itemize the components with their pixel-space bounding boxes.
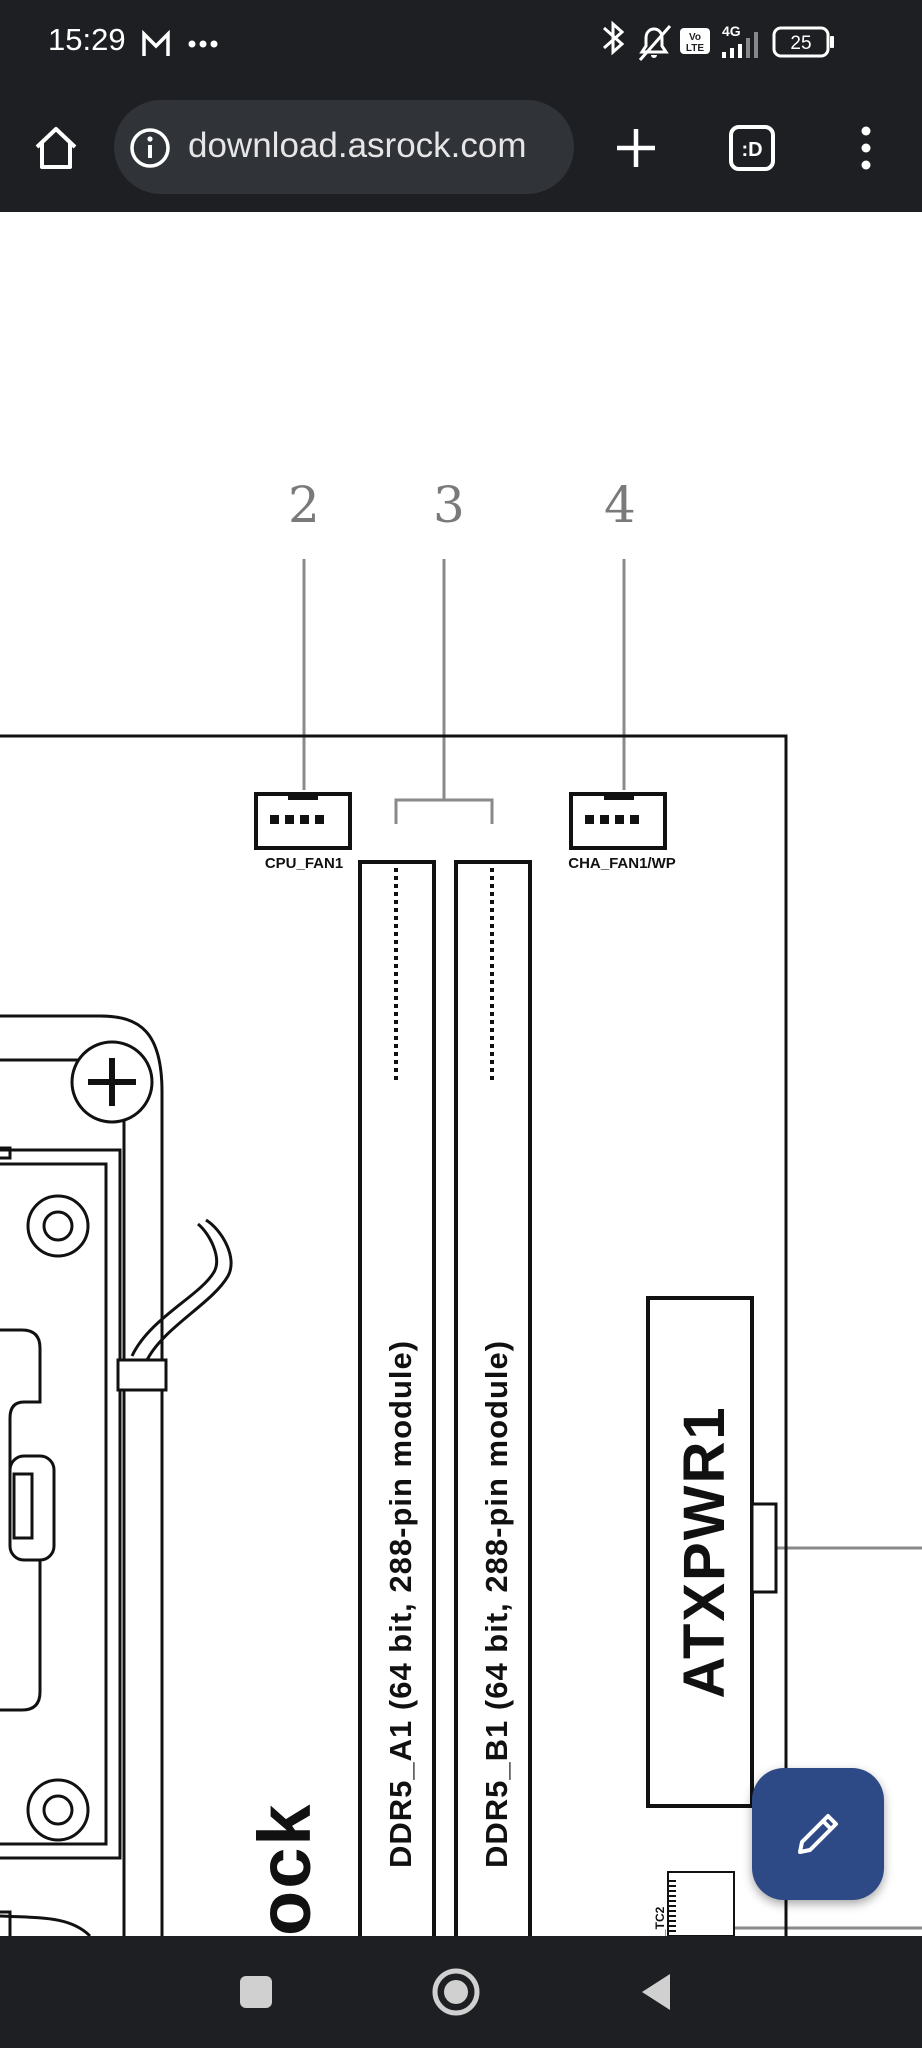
- status-time: 15:29: [48, 22, 126, 57]
- page-content: 2 3 4 CPU_FAN1: [0, 212, 922, 1936]
- bluetooth-icon: [603, 20, 625, 56]
- plus-icon: [617, 129, 655, 167]
- pencil-icon: [798, 1814, 838, 1854]
- home-icon: [35, 127, 77, 169]
- svg-text:25: 25: [790, 33, 811, 54]
- dimm-a1-label: DDR5_A1 (64 bit, 288-pin module): [383, 1340, 418, 1868]
- signal-icon: 4G: [722, 23, 758, 58]
- status-bar: 15:29 Vo LTE 4G: [0, 0, 922, 86]
- dimm-slot-a1: DDR5_A1 (64 bit, 288-pin module): [358, 860, 436, 1936]
- callout-3: 3: [433, 476, 465, 534]
- tab-switcher-icon: :D: [729, 125, 775, 171]
- home-nav-button[interactable]: [420, 1956, 492, 2028]
- back-triangle-icon: [642, 1974, 670, 2010]
- recents-button[interactable]: [220, 1956, 292, 2028]
- callout-4: 4: [604, 476, 636, 534]
- motherboard-diagram: CPU_FAN1 CHA_FAN1/WP DDR5_A1 (64 bit, 28…: [0, 559, 922, 1936]
- more-vertical-icon: [861, 126, 871, 170]
- cpu-fan-connector: CPU_FAN1: [254, 792, 352, 872]
- menu-button[interactable]: [824, 106, 908, 190]
- system-navigation-bar: [0, 1936, 922, 2048]
- tc2-connector: _TC2: [653, 1871, 735, 1936]
- svg-text:LTE: LTE: [686, 43, 704, 54]
- site-info-icon[interactable]: [128, 126, 172, 170]
- brand-logo-partial: ock: [243, 1802, 326, 1936]
- status-icons: Vo LTE 4G 25: [603, 20, 834, 61]
- cha-fan-connector: CHA_FAN1/WP: [568, 792, 676, 872]
- recents-square-icon: [240, 1976, 272, 2008]
- gmail-notification-icon: [142, 29, 218, 56]
- tab-switcher-button[interactable]: :D: [710, 106, 794, 190]
- browser-toolbar: download.asrock.com :D: [0, 86, 922, 215]
- atx-power-label: ATXPWR1: [672, 1405, 737, 1698]
- board-outline: [0, 734, 788, 1936]
- mute-bell-icon: [638, 25, 672, 61]
- svg-text:Vo: Vo: [689, 32, 701, 43]
- address-bar[interactable]: download.asrock.com: [114, 100, 574, 194]
- home-button[interactable]: [14, 106, 98, 190]
- home-circle-icon: [432, 1968, 480, 2016]
- cha-fan-label: CHA_FAN1/WP: [568, 855, 676, 872]
- dimm-slot-b1: DDR5_B1 (64 bit, 288-pin module): [454, 860, 532, 1936]
- svg-text:_TC2: _TC2: [653, 1906, 667, 1936]
- new-tab-button[interactable]: [594, 106, 678, 190]
- dimm-b1-label: DDR5_B1 (64 bit, 288-pin module): [479, 1340, 514, 1868]
- svg-text:4G: 4G: [722, 23, 741, 39]
- atx-power-connector: ATXPWR1: [646, 1296, 778, 1808]
- url-text[interactable]: download.asrock.com: [188, 126, 527, 165]
- callout-2: 2: [288, 476, 320, 534]
- cpu-fan-label: CPU_FAN1: [265, 855, 343, 872]
- volte-icon: Vo LTE: [680, 28, 710, 54]
- callout-lines: [302, 559, 922, 1930]
- battery-icon: 25: [772, 26, 834, 58]
- cpu-socket-area: [0, 1014, 233, 1936]
- back-button[interactable]: [620, 1956, 692, 2028]
- svg-text::D: :D: [741, 139, 762, 161]
- edit-fab-button[interactable]: [752, 1768, 884, 1900]
